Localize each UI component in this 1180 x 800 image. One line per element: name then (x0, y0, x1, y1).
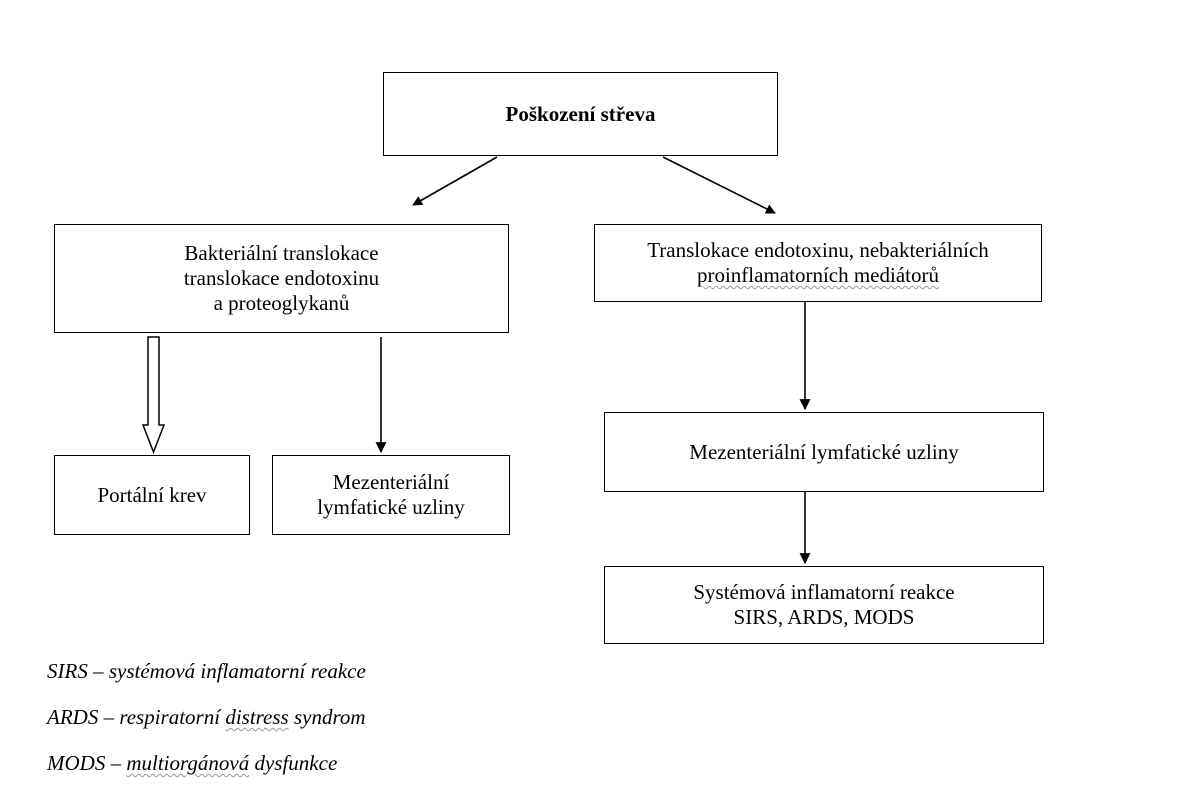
node-mesenteric-nodes-right-label: Mezenteriální lymfatické uzliny (689, 439, 959, 464)
legend-mods-abbr: MODS (47, 751, 106, 775)
legend-ards: ARDS – respiratorní distress syndrom (47, 705, 366, 730)
node-bacterial-translocation-line2: translokace endotoxinu (183, 266, 380, 290)
legend-sirs-abbr: SIRS (47, 659, 88, 683)
node-gut-damage: Poškození střeva (383, 72, 778, 156)
node-bacterial-translocation-line1: Bakteriální translokace (184, 241, 379, 265)
legend-mods-sep: – (105, 751, 127, 775)
legend-mods-flag: multiorgánová (126, 751, 250, 775)
legend-sirs-text: systémová inflamatorní reakce (108, 659, 366, 683)
node-bacterial-translocation: Bakteriální translokace translokace endo… (54, 224, 509, 333)
node-systemic-reaction-line2: SIRS, ARDS, MODS (733, 605, 915, 629)
node-systemic-reaction-line1: Systémová inflamatorní reakce (693, 580, 955, 604)
node-mesenteric-nodes-left-line1: Mezenteriální (332, 470, 450, 494)
legend-sirs: SIRS – systémová inflamatorní reakce (47, 659, 366, 684)
legend-ards-text: respiratorní (119, 705, 226, 729)
legend-ards-abbr: ARDS (47, 705, 99, 729)
node-gut-damage-label: Poškození střeva (505, 101, 656, 126)
legend-sirs-sep: – (87, 659, 109, 683)
node-endotoxin-translocation: Translokace endotoxinu, nebakteriálních … (594, 224, 1042, 302)
node-portal-blood-label: Portální krev (97, 482, 207, 507)
legend-ards-post: syndrom (288, 705, 366, 729)
legend-ards-sep: – (98, 705, 120, 729)
legend-ards-flag: distress (225, 705, 289, 729)
arrow-gut-to-endotoxin (662, 156, 776, 214)
node-endotoxin-translocation-line1: Translokace endotoxinu, nebakteriálních (647, 238, 989, 262)
node-bacterial-translocation-line3: a proteoglykanů (213, 291, 350, 315)
node-mesenteric-nodes-left: Mezenteriální lymfatické uzliny (272, 455, 510, 535)
legend-mods-post: dysfunkce (249, 751, 338, 775)
hollow-arrow-to-portal-blood (141, 336, 166, 455)
legend-mods: MODS – multiorgánová dysfunkce (47, 751, 337, 776)
node-systemic-reaction: Systémová inflamatorní reakce SIRS, ARDS… (604, 566, 1044, 644)
arrow-gut-to-bacterial (412, 156, 498, 206)
node-portal-blood: Portální krev (54, 455, 250, 535)
node-mesenteric-nodes-left-line2: lymfatické uzliny (317, 495, 465, 519)
node-mesenteric-nodes-right: Mezenteriální lymfatické uzliny (604, 412, 1044, 492)
node-endotoxin-translocation-line2: proinflamatorních mediátorů (696, 263, 939, 287)
